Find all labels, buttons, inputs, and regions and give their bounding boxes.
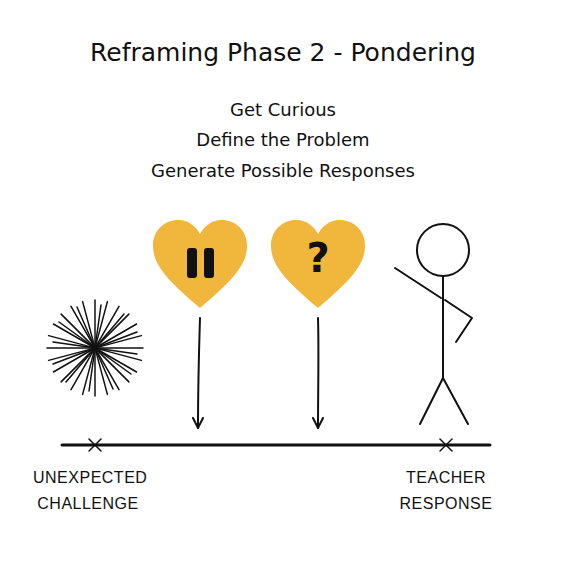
stick-figure-part bbox=[395, 268, 441, 298]
down-arrows bbox=[198, 318, 318, 428]
question-heart: ? bbox=[269, 218, 367, 310]
step-text: Generate Possible Responses bbox=[0, 160, 566, 181]
timeline bbox=[62, 439, 490, 451]
diagram-title: Reframing Phase 2 - Pondering bbox=[0, 38, 566, 67]
stick-figure-part bbox=[417, 224, 469, 276]
timeline-label: TEACHER RESPONSE bbox=[391, 465, 501, 517]
question-mark: ? bbox=[269, 218, 367, 310]
starburst-part bbox=[53, 324, 136, 372]
heart-shape bbox=[153, 220, 247, 308]
step-text: Define the Problem bbox=[0, 129, 566, 150]
starburst-part bbox=[53, 332, 137, 364]
timeline-part bbox=[89, 439, 101, 451]
pause-bar bbox=[204, 248, 214, 278]
timeline-part bbox=[440, 439, 452, 451]
stick-figure-part bbox=[442, 276, 444, 378]
step-text: Get Curious bbox=[0, 99, 566, 120]
stick-figure-part bbox=[420, 378, 443, 424]
timeline-label: UNEXPECTED CHALLENGE bbox=[33, 465, 143, 517]
pause-heart bbox=[153, 220, 247, 308]
stick-figure-part bbox=[443, 378, 468, 424]
pause-bar bbox=[187, 248, 197, 278]
stick-figure bbox=[395, 224, 472, 424]
timeline-part bbox=[89, 439, 101, 451]
down-arrows-part bbox=[317, 318, 319, 428]
timeline-part bbox=[440, 439, 452, 451]
starburst bbox=[47, 300, 143, 396]
down-arrows-part bbox=[198, 318, 200, 428]
stick-figure-part bbox=[445, 300, 472, 342]
timeline-part bbox=[62, 444, 490, 447]
